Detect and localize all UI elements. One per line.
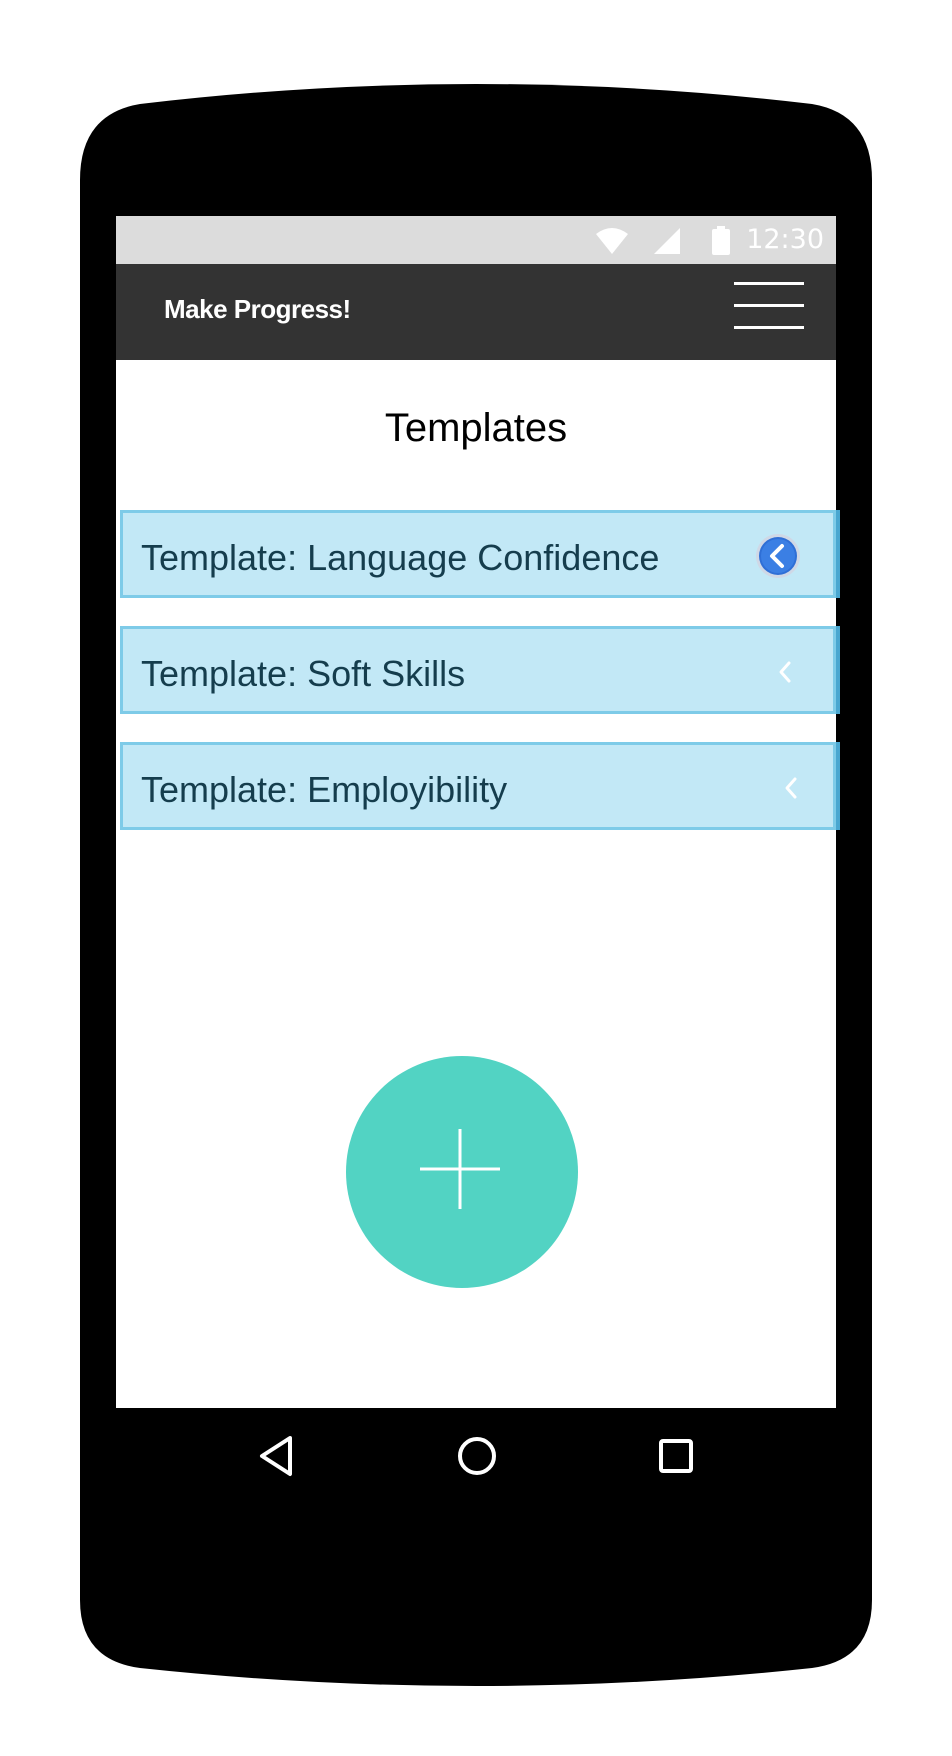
menu-line xyxy=(734,282,804,285)
template-row-employibility[interactable]: Template: Employibility xyxy=(120,742,840,830)
status-bar: 12:30 xyxy=(116,216,836,264)
app-title: Make Progress! xyxy=(164,294,351,324)
template-label: Template: Soft Skills xyxy=(141,653,466,694)
signal-icon xyxy=(654,228,680,254)
template-row-soft-skills[interactable]: Template: Soft Skills xyxy=(120,626,840,714)
recents-icon[interactable] xyxy=(656,1436,696,1476)
menu-line xyxy=(734,304,804,307)
chevron-left-icon[interactable] xyxy=(775,657,795,687)
home-icon[interactable] xyxy=(455,1434,499,1478)
wifi-icon xyxy=(596,228,628,254)
page-title: Templates xyxy=(384,406,568,450)
chevron-left-circle-icon[interactable] xyxy=(755,533,801,579)
add-template-button[interactable] xyxy=(346,1056,578,1288)
app-bar: Make Progress! xyxy=(116,264,836,360)
chevron-left-icon[interactable] xyxy=(781,773,801,803)
template-row-language-confidence[interactable]: Template: Language Confidence xyxy=(120,510,840,598)
hamburger-menu-icon[interactable] xyxy=(734,282,806,334)
back-icon[interactable] xyxy=(256,1434,296,1478)
template-label: Template: Employibility xyxy=(141,769,508,810)
status-time: 12:30 xyxy=(746,224,824,255)
battery-icon xyxy=(712,226,730,255)
plus-icon xyxy=(420,1129,500,1209)
template-label: Template: Language Confidence xyxy=(141,537,660,578)
menu-line xyxy=(734,326,804,329)
phone-screen: 12:30 Make Progress! Templates Template:… xyxy=(116,216,840,1408)
